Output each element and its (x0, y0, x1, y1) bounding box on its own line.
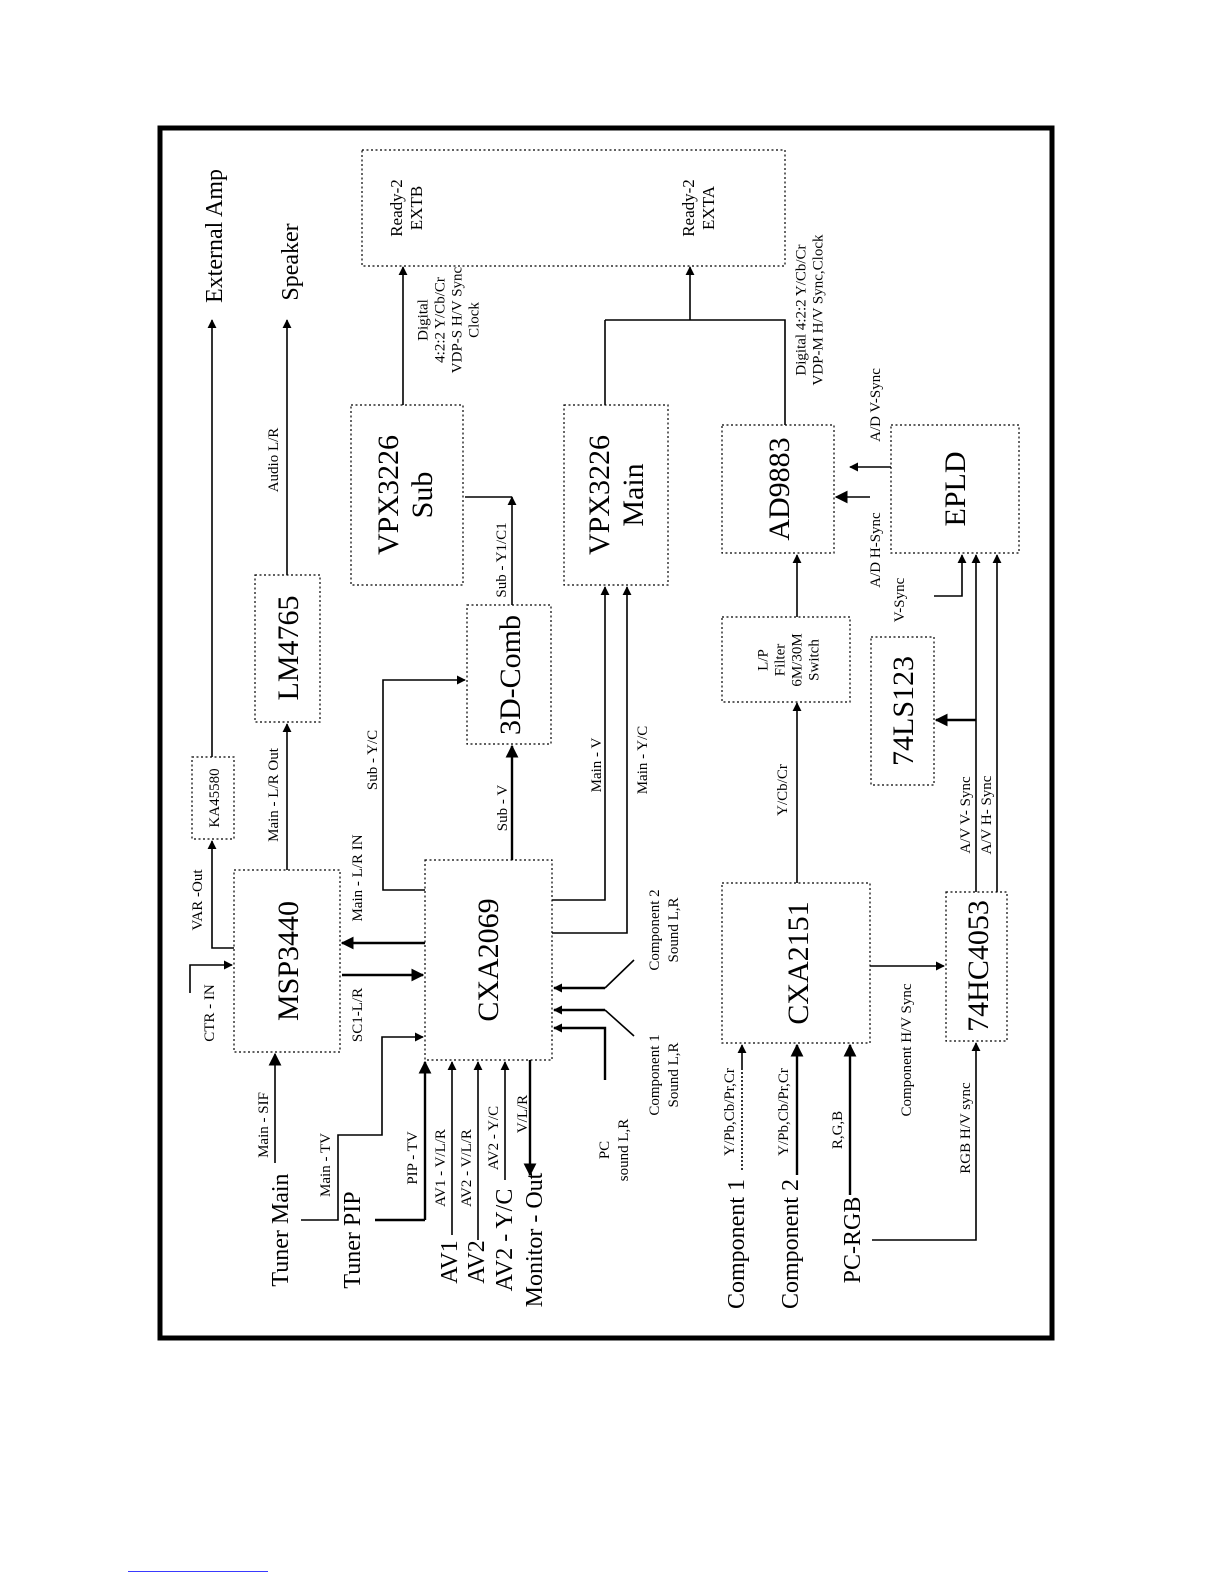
comb-label: 3D-Comb (494, 615, 527, 735)
digital-main-text-line: Digital 4:2:2 Y/Cb/Cr (793, 244, 809, 375)
pc-rgb-label: PC-RGB (840, 1197, 866, 1284)
vsync-label: V-Sync (892, 577, 908, 622)
sub-y1c1-label: Sub - Y1/C1 (494, 522, 510, 597)
ls123-box (870, 636, 935, 786)
vpx-sub-text-line: VPX3226 (372, 435, 405, 555)
main-lr-out-label: Main - L/R Out (266, 747, 282, 842)
comp2-sound-text-line: Sound L,R (666, 897, 682, 962)
lm4765-label: LM4765 (272, 596, 305, 701)
digital-sub-text-line: Clock (466, 302, 482, 338)
sc1-lr-label: SC1-L/R (350, 988, 366, 1042)
monitor-out-label: Monitor - Out (522, 1172, 548, 1307)
rgb-label: R,G,B (830, 1111, 846, 1149)
ad9883-label: AD9883 (763, 437, 796, 540)
ad9883-box (721, 424, 835, 554)
audio-lr-label: Audio L/R (266, 428, 282, 493)
vpx-main-text-line: Main (617, 463, 650, 526)
lp-filter-text-line: Switch (806, 639, 822, 681)
av2-label: AV2 (464, 1240, 490, 1284)
cxa2069-label: CXA2069 (472, 898, 505, 1021)
comb-box (466, 604, 552, 745)
digital-main-text-line: VDP-M H/V Sync,Clock (810, 234, 826, 385)
main-lr-in-label: Main - L/R IN (350, 834, 366, 921)
comp1-sound-text-line: Sound L,R (666, 1042, 682, 1107)
lp-filter-text: L/PFilter6M/30MSwitch (755, 633, 822, 686)
vpx-main-text: VPX3226Main (583, 435, 650, 555)
hc4053-label: 74HC4053 (962, 900, 995, 1032)
digital-main-text: Digital 4:2:2 Y/Cb/CrVDP-M H/V Sync,Cloc… (793, 234, 826, 385)
main-sif-label: Main - SIF (256, 1092, 272, 1158)
ls123-label: 74LS123 (887, 656, 920, 766)
cxa2069-box (424, 859, 553, 1061)
epld-box (890, 424, 1020, 554)
epld-label: EPLD (939, 452, 972, 527)
sub-v-label: Sub - V (495, 785, 511, 832)
ypbcbprcr-2-label: Y/Pb,Cb/Pr,Cr (776, 1068, 792, 1156)
tuner-pip-label: Tuner PIP (340, 1191, 366, 1288)
ad-hsync-label: A/D H-Sync (868, 512, 884, 588)
av2-yc-signal-label: AV2 - Y/C (486, 1106, 502, 1170)
rgb-hv-sync-label: RGB H/V sync (958, 1082, 974, 1174)
comp1-sound-text-line: Component 1 (647, 1034, 663, 1115)
av1-vlr-label: AV1 - V/L/R (433, 1129, 449, 1207)
footer-rule (128, 1571, 268, 1572)
ready2-exta-label-line: Ready-2 (679, 179, 698, 237)
lp-filter-text-line: L/P (755, 649, 771, 671)
vlr-label: V/L/R (515, 1095, 531, 1133)
ka45580-box (191, 756, 235, 840)
vpx-sub-text: VPX3226Sub (372, 435, 439, 555)
pc-sound-text-line: sound L,R (616, 1119, 632, 1182)
vpx-sub-box (350, 404, 464, 586)
speaker-label: Speaker (278, 223, 304, 300)
ad-vsync-label: A/D V-Sync (868, 368, 884, 442)
digital-sub-text-line: Digital (415, 299, 431, 341)
ready2-exta-label: Ready-2EXTA (679, 179, 718, 237)
lp-filter-box (721, 616, 851, 703)
av-hsync-label: A/V H- Sync (979, 775, 995, 854)
comp2-sound-text-line: Component 2 (647, 889, 663, 970)
ka45580-label: KA45580 (207, 768, 223, 827)
external-amp-label: External Amp (202, 169, 228, 303)
comp-hv-sync-label: Component H/V Sync (899, 983, 915, 1116)
ready2-box (361, 149, 786, 267)
ready2-extb-label: Ready-2EXTB (387, 179, 426, 237)
digital-sub-text-line: 4:2:2 Y/Cb/Cr (432, 277, 448, 363)
component2-label: Component 2 (778, 1179, 804, 1309)
pip-tv-label: PIP - TV (405, 1131, 421, 1185)
lp-filter-text-line: 6M/30M (789, 633, 805, 686)
ycbcr-label: Y/Cb/Cr (775, 764, 791, 816)
digital-sub-text: Digital4:2:2 Y/Cb/CrVDP-S H/V SyncClock (415, 266, 482, 373)
av1-label: AV1 (437, 1240, 463, 1284)
vpx-sub-text-line: Sub (406, 472, 439, 519)
av-vsync-label: A/V V- Sync (958, 776, 974, 854)
diagram-frame (157, 125, 1055, 1341)
main-yc-label: Main - Y/C (635, 726, 651, 795)
tuner-main-label: Tuner Main (268, 1173, 294, 1286)
main-v-label: Main - V (589, 737, 605, 792)
av2-yc-label: AV2 - Y/C (492, 1189, 518, 1292)
pc-sound-text-line: PC (597, 1141, 613, 1159)
cxa2151-box (721, 882, 871, 1044)
lp-filter-text-line: Filter (772, 644, 788, 677)
vpx-main-text-line: VPX3226 (583, 435, 616, 555)
msp3440-label: MSP3440 (272, 901, 305, 1021)
component1-label: Component 1 (724, 1179, 750, 1309)
digital-sub-text-line: VDP-S H/V Sync (449, 266, 465, 373)
vpx-main-box (563, 404, 669, 586)
var-out-label: VAR -Out (190, 869, 206, 931)
ready2-extb-label-line: EXTB (407, 186, 426, 230)
cxa2151-label: CXA2151 (782, 901, 815, 1024)
av2-vlr-label: AV2 - V/L/R (459, 1129, 475, 1207)
ctr-in-label: CTR - IN (202, 984, 218, 1042)
main-tv-label: Main - TV (318, 1133, 334, 1197)
ready2-extb-label-line: Ready-2 (387, 179, 406, 237)
hc4053-box (945, 891, 1008, 1042)
ypbcbprcr-1-label: Y/Pb,Cb/Pr,Cr (722, 1068, 738, 1156)
ready2-exta-label-line: EXTA (699, 185, 718, 230)
sub-yc-label: Sub - Y/C (365, 730, 381, 790)
